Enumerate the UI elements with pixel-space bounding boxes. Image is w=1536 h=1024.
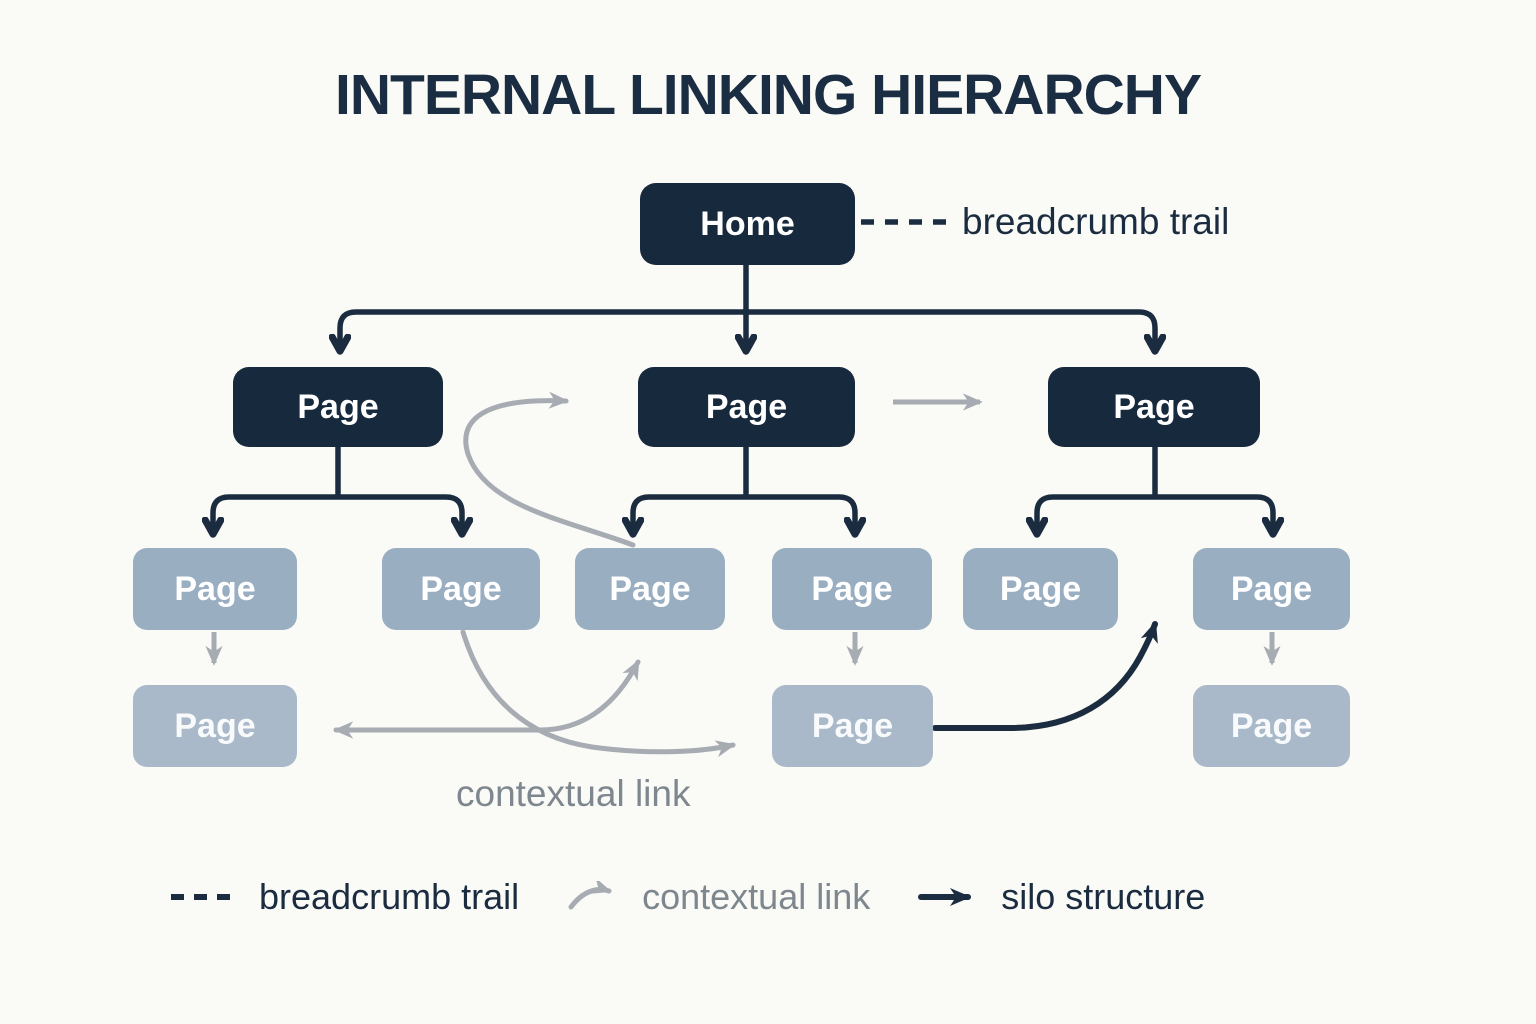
contextual-s-curve [463, 391, 636, 548]
node-row4-page-2: Page [772, 685, 933, 767]
edge-center-silo-child2 [746, 494, 855, 531]
node-row3-page-2: Page [382, 548, 540, 630]
edge-right-silo-child1 [1037, 494, 1155, 531]
legend-item-contextual: contextual link [567, 876, 870, 918]
legend-label-silo: silo structure [1001, 876, 1206, 917]
node-row3-page-5: Page [963, 548, 1118, 630]
edge-left-silo-child1 [213, 494, 338, 531]
contextual-swoosh-right [460, 629, 736, 758]
node-row3-page-4: Page [772, 548, 932, 630]
node-row3-page-6: Page [1193, 548, 1350, 630]
legend: breadcrumb trail contextual link silo st… [168, 876, 1205, 918]
contextual-double-arrow [333, 659, 641, 739]
legend-label-contextual: contextual link [642, 876, 871, 917]
breadcrumb-trail-callout: breadcrumb trail [962, 201, 1230, 242]
edge-right-silo-child2 [1155, 494, 1273, 531]
node-home: Home [640, 183, 855, 265]
node-row3-page-3: Page [575, 548, 725, 630]
legend-item-breadcrumb: breadcrumb trail [168, 876, 519, 918]
node-row3-page-1: Page [133, 548, 297, 630]
curved-arrow-icon [568, 881, 612, 910]
legend-label-breadcrumb: breadcrumb trail [259, 876, 520, 917]
contextual-link-callout: contextual link [456, 773, 691, 814]
dashed-line-icon [171, 894, 239, 900]
edge-left-silo-child2 [338, 494, 462, 531]
node-row2-page-1: Page [233, 367, 443, 447]
node-row4-page-1: Page [133, 685, 297, 767]
silo-structure-curve [932, 621, 1158, 731]
legend-item-silo: silo structure [918, 876, 1205, 918]
node-row2-page-2: Page [638, 367, 855, 447]
page-title: INTERNAL LINKING HIERARCHY [335, 63, 1202, 127]
node-row2-page-3: Page [1048, 367, 1260, 447]
edge-home-to-left-page [340, 309, 746, 348]
straight-arrow-icon [918, 888, 972, 906]
edge-home-to-right-page [746, 309, 1155, 348]
edge-center-silo-child1 [633, 494, 746, 531]
node-row4-page-3: Page [1193, 685, 1350, 767]
